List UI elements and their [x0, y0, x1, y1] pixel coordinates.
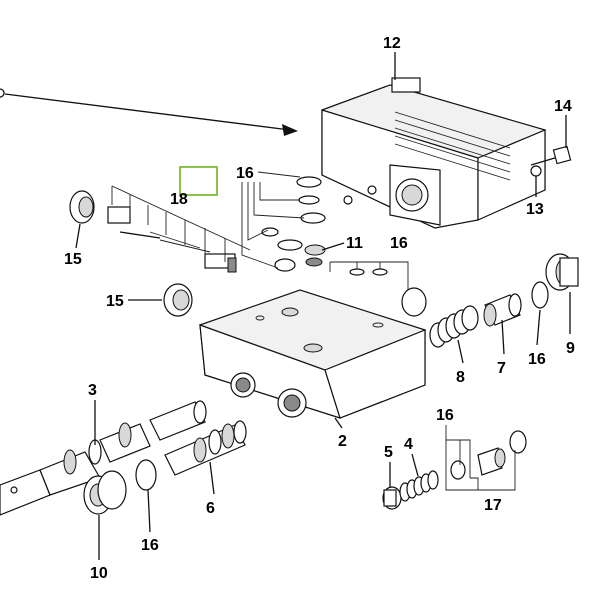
- callout-lines-16e-17: [445, 425, 516, 491]
- bolt: [530, 145, 572, 177]
- callout-5: 5: [384, 444, 393, 461]
- seal-ring-16c: [531, 281, 549, 309]
- callout-16b: 16: [390, 235, 408, 252]
- callout-16e: 16: [436, 407, 454, 424]
- spool-3: [0, 400, 207, 516]
- callout-18: 18: [170, 191, 188, 208]
- callout-3: 3: [88, 382, 97, 399]
- ring-16d: [135, 459, 157, 491]
- cap-middle: [163, 283, 193, 317]
- callout-16a: 16: [236, 165, 254, 182]
- callout-14: 14: [554, 98, 572, 115]
- callout-16d: 16: [141, 537, 159, 554]
- callout-2: 2: [338, 433, 347, 450]
- spring-4: [399, 470, 439, 502]
- callout-lines-16b: [329, 261, 409, 290]
- callout-8: 8: [456, 369, 465, 386]
- callout-12: 12: [383, 35, 401, 52]
- valve-body: [198, 289, 427, 419]
- callout-9: 9: [566, 340, 575, 357]
- seal-cluster-17: [450, 430, 527, 480]
- plug-9: [545, 253, 579, 291]
- callout-13: 13: [526, 201, 544, 218]
- callout-16c: 16: [528, 351, 546, 368]
- piston-7: [483, 293, 522, 327]
- callout-11: 11: [346, 235, 363, 252]
- small-o-rings-right: [349, 268, 427, 317]
- cap-upper: [69, 190, 95, 224]
- callout-17: 17: [484, 497, 502, 514]
- callout-15a: 15: [64, 251, 82, 268]
- callout-lines-18: [111, 185, 251, 262]
- callout-7: 7: [497, 360, 506, 377]
- highlight-box: [179, 166, 218, 196]
- spring-8: [429, 305, 479, 348]
- callout-15b: 15: [106, 293, 124, 310]
- callout-lines-16a: [241, 171, 305, 269]
- callout-6: 6: [206, 500, 215, 517]
- cover-housing: [320, 77, 547, 229]
- plug-10: [83, 470, 127, 515]
- callout-arrow: [0, 88, 298, 136]
- callout-4: 4: [404, 436, 413, 453]
- spool-6: [164, 420, 247, 476]
- callout-10: 10: [90, 565, 108, 582]
- seal-stack-top: [261, 176, 326, 272]
- small-parts-cluster: [107, 206, 237, 273]
- plug-5: [382, 486, 402, 510]
